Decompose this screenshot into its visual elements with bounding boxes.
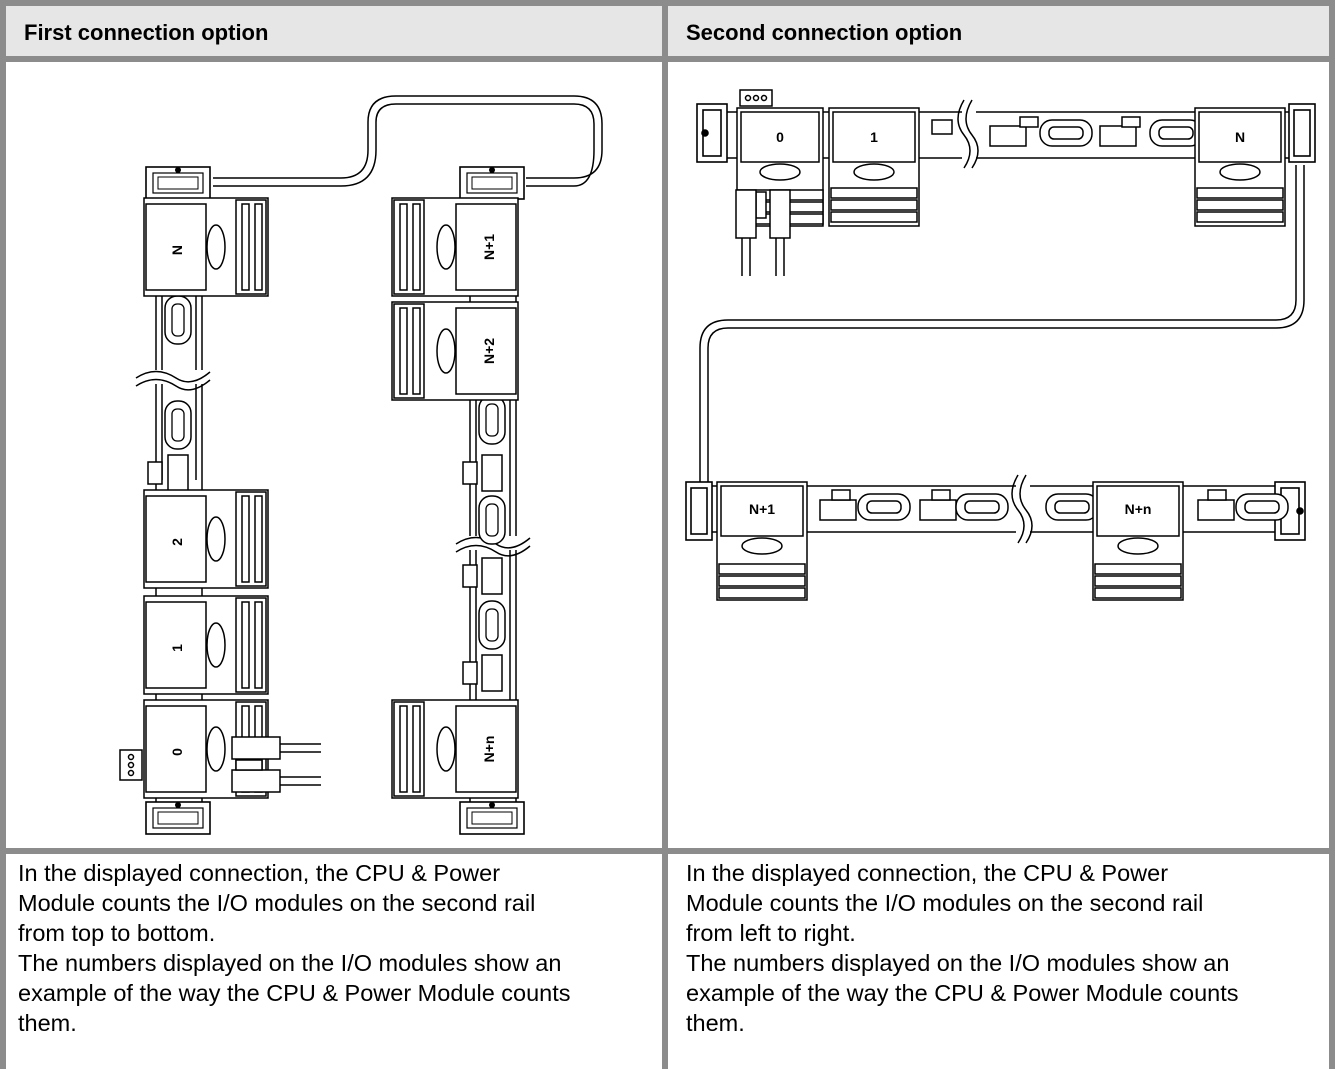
module-label-N-left: N: [169, 245, 185, 255]
header-second-label: Second connection option: [686, 20, 963, 45]
module-label-N-right: N: [1235, 129, 1245, 145]
module-label-Nn-left: N+n: [481, 736, 497, 763]
table-border-right: [1329, 0, 1335, 1069]
module-label-0: 0: [169, 748, 185, 756]
description-line: The numbers displayed on the I/O modules…: [686, 950, 1230, 976]
horizontal-rails-diagram: 0 1 N N+1 N+n: [685, 89, 1316, 601]
module-label-1: 1: [169, 644, 185, 652]
header-second-option: Second connection option: [668, 6, 1329, 56]
module-label-2: 2: [169, 538, 185, 546]
module-label-N1-right: N+1: [749, 501, 775, 517]
vertical-rails-diagram: N 2 1 0: [119, 95, 603, 835]
description-line: example of the way the CPU & Power Modul…: [18, 980, 571, 1006]
header-first-label: First connection option: [24, 20, 269, 45]
module-label-N1-left: N+1: [481, 234, 497, 260]
description-line: them.: [686, 1010, 745, 1036]
table-border-left: [0, 0, 6, 1069]
description-line: Module counts the I/O modules on the sec…: [18, 890, 536, 916]
second-option-description: In the displayed connection, the CPU & P…: [686, 858, 1326, 1038]
first-option-description: In the displayed connection, the CPU & P…: [18, 858, 658, 1038]
description-line: from top to bottom.: [18, 920, 216, 946]
module-label-Nn-right: N+n: [1125, 501, 1152, 517]
table-rule-figures: [0, 848, 1335, 854]
second-option-figure: 0 1 N N+1 N+n: [668, 62, 1329, 848]
table-divider-middle: [662, 0, 668, 1069]
module-label-1-right: 1: [870, 129, 878, 145]
header-first-option: First connection option: [6, 6, 662, 56]
description-line: In the displayed connection, the CPU & P…: [18, 860, 501, 886]
description-line: example of the way the CPU & Power Modul…: [686, 980, 1239, 1006]
description-line: The numbers displayed on the I/O modules…: [18, 950, 562, 976]
module-label-N2: N+2: [481, 338, 497, 364]
description-line: Module counts the I/O modules on the sec…: [686, 890, 1204, 916]
module-label-0-right: 0: [776, 129, 784, 145]
description-line: from left to right.: [686, 920, 856, 946]
description-line: them.: [18, 1010, 77, 1036]
description-line: In the displayed connection, the CPU & P…: [686, 860, 1169, 886]
table-rule-header: [0, 56, 1335, 62]
first-option-figure: N 2 1 0: [6, 62, 662, 848]
